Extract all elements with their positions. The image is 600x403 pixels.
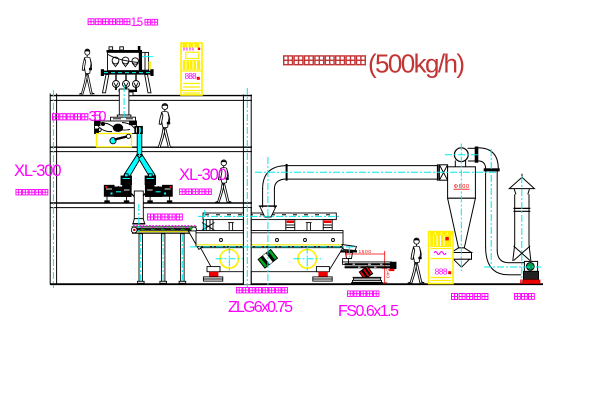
svg-text:ZLG6x0.75: ZLG6x0.75 <box>228 299 293 316</box>
svg-text:XL-300: XL-300 <box>179 166 227 184</box>
svg-text:(500kg/h): (500kg/h) <box>368 49 465 79</box>
svg-text:XL-300: XL-300 <box>14 162 62 180</box>
svg-text:888: 888 <box>435 267 448 277</box>
svg-text:1500: 1500 <box>359 249 372 255</box>
svg-text:540: 540 <box>385 269 391 278</box>
svg-text:1.5: 1.5 <box>131 17 144 29</box>
svg-text:888: 888 <box>185 72 198 81</box>
svg-text:350: 350 <box>89 109 107 125</box>
svg-text:FS0.6x1.5: FS0.6x1.5 <box>338 303 399 320</box>
